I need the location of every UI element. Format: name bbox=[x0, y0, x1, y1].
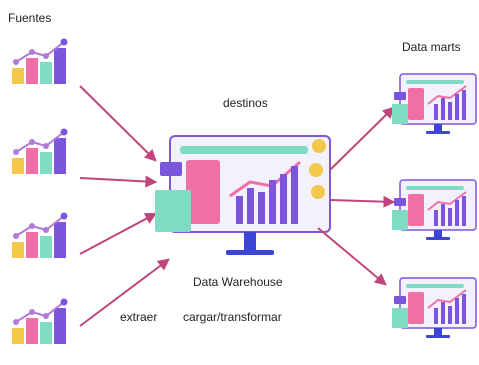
source-1-bar-chart-icon bbox=[12, 38, 68, 84]
destinations-label: destinos bbox=[223, 96, 268, 110]
warehouse-label: Data Warehouse bbox=[193, 275, 283, 289]
sources-label: Fuentes bbox=[8, 11, 52, 25]
source-2-bar-chart-icon bbox=[12, 128, 68, 174]
extract-arrow-2 bbox=[79, 175, 158, 188]
source-3-bar-chart-icon bbox=[12, 212, 68, 258]
extract-arrow-4 bbox=[79, 258, 170, 327]
warehouse-monitor-icon bbox=[155, 135, 331, 255]
extract-label: extraer bbox=[120, 310, 158, 324]
extract-arrow-1 bbox=[79, 85, 157, 162]
load-transform-label: cargar/transformar bbox=[183, 310, 282, 324]
load-arrow-2 bbox=[329, 195, 396, 208]
data-marts-label: Data marts bbox=[402, 40, 461, 54]
data-mart-3-monitor-icon bbox=[392, 277, 477, 338]
data-mart-2-monitor-icon bbox=[392, 179, 477, 240]
load-arrow-1 bbox=[329, 106, 395, 171]
source-4-bar-chart-icon bbox=[12, 298, 68, 344]
data-mart-1-monitor-icon bbox=[392, 73, 477, 134]
load-arrow-3 bbox=[317, 227, 387, 286]
extract-arrow-3 bbox=[79, 212, 158, 255]
